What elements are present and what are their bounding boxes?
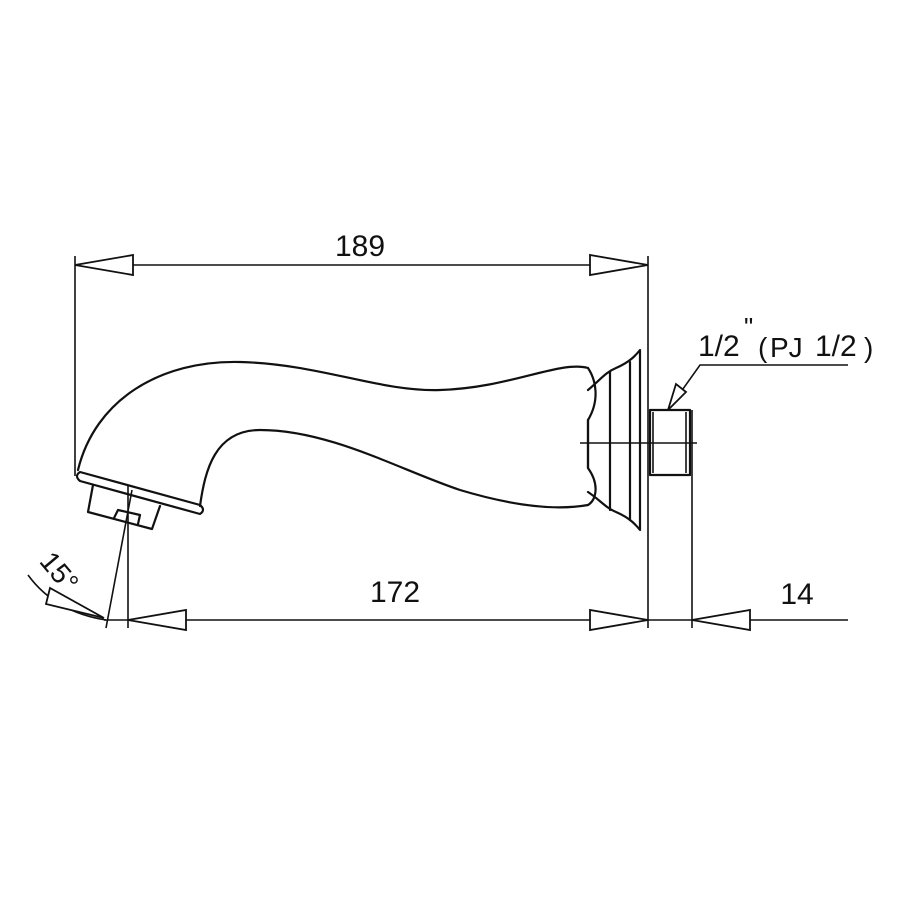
arrow-left-172 xyxy=(127,608,187,632)
flange-outline xyxy=(586,348,642,532)
thread-spec-label: 1/2 " ( PJ 1/2 ) xyxy=(698,312,873,363)
arrow-right-189 xyxy=(589,253,649,277)
spout-top-outline xyxy=(76,360,590,472)
thread-leader-line xyxy=(667,364,848,411)
paren-open: ( xyxy=(758,332,768,363)
dimension-label-189: 189 xyxy=(335,230,385,263)
outlet-rim xyxy=(75,470,205,516)
dimension-label-14: 14 xyxy=(780,578,813,611)
aerator-insert xyxy=(112,508,142,526)
spout-bottom-outline xyxy=(198,428,590,509)
thread-standard: PJ xyxy=(770,332,803,363)
thread-fraction-1: 1/2 xyxy=(698,330,740,363)
inch-mark: " xyxy=(744,312,753,342)
paren-close: ) xyxy=(864,332,873,363)
arrow-left-14 xyxy=(691,608,751,632)
dimension-label-172: 172 xyxy=(370,576,420,609)
aerator xyxy=(86,483,162,531)
leader-arrow xyxy=(667,382,688,411)
arrow-angle xyxy=(44,586,105,619)
arrow-right-172 xyxy=(589,608,649,632)
thread-fraction-2: 1/2 xyxy=(815,330,857,363)
arrow-left-189 xyxy=(74,253,134,277)
